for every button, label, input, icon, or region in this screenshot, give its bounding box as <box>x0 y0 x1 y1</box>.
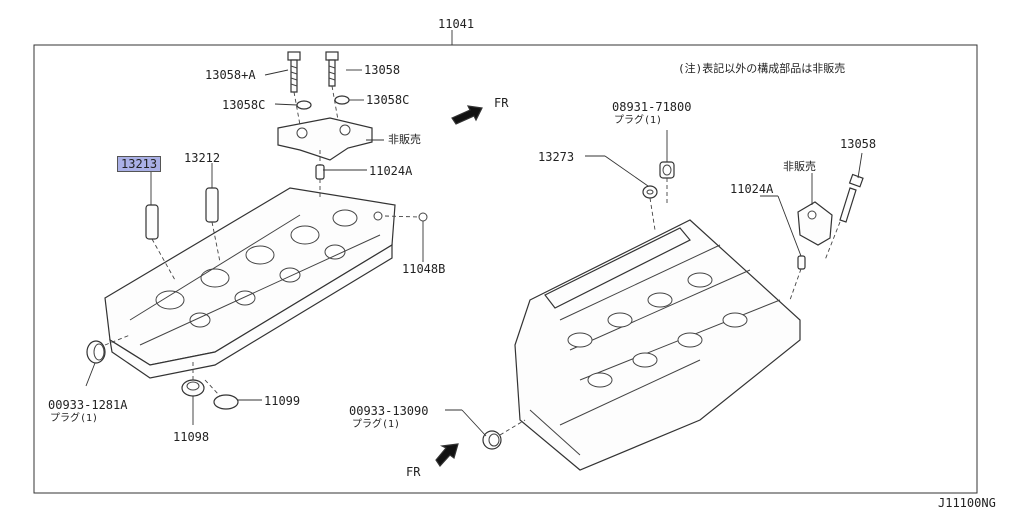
part-11098 <box>181 379 205 397</box>
label-13213-highlighted[interactable]: 13213 <box>117 156 162 172</box>
dowel-11024a-top <box>315 164 325 180</box>
label-00933-13090-sub: プラグ(1) <box>352 419 401 430</box>
left-cylinder-head <box>104 187 396 379</box>
pin-11048b <box>418 212 428 222</box>
label-13058: 13058 <box>364 63 401 77</box>
plug-00933-13090 <box>482 430 502 450</box>
label-13273: 13273 <box>538 150 575 164</box>
cam-bracket-top <box>277 117 373 161</box>
label-00933-1281a-sub: プラグ(1) <box>50 413 99 424</box>
cam-bracket-right <box>797 201 833 246</box>
label-11098: 11098 <box>173 430 210 444</box>
label-13212: 13212 <box>184 151 221 165</box>
label-13058-right: 13058 <box>840 137 877 151</box>
valve-guide-13213 <box>145 204 159 240</box>
label-11099: 11099 <box>264 394 301 408</box>
label-note-not-sold: (注)表記以外の構成部品は非販売 <box>678 62 846 75</box>
bolt-13058-a <box>287 51 301 93</box>
diagram-frame <box>33 44 978 494</box>
plug-00933-1281a <box>86 340 106 364</box>
plug-08931-71800 <box>659 161 675 179</box>
label-diagram-code: J11100NG <box>938 496 996 510</box>
right-cylinder-block <box>514 219 801 471</box>
fr-arrow-bottom <box>435 443 459 467</box>
label-13058c-left: 13058C <box>222 98 266 112</box>
label-11041: 11041 <box>438 17 475 31</box>
label-fr-bottom: FR <box>406 465 421 479</box>
label-13058c-right: 13058C <box>366 93 410 107</box>
label-13058-a: 13058+A <box>205 68 256 82</box>
bolt-13058 <box>325 51 339 87</box>
label-11024a-top: 11024A <box>369 164 413 178</box>
label-fr-top: FR <box>494 96 509 110</box>
bolt-13058-right <box>839 173 864 223</box>
label-11024a-right: 11024A <box>730 182 774 196</box>
washer-13058c-left <box>296 100 312 110</box>
valve-guide-13212 <box>205 187 219 223</box>
label-not-sold-right: 非販売 <box>783 160 816 173</box>
label-11048b: 11048B <box>402 262 446 276</box>
label-08931-71800: 08931-71800 <box>612 100 692 114</box>
label-00933-1281a: 00933-1281A <box>48 398 128 412</box>
label-08931-71800-sub: プラグ(1) <box>614 115 663 126</box>
part-11099 <box>213 394 239 410</box>
label-00933-13090: 00933-13090 <box>349 404 429 418</box>
washer-13058c-right <box>334 95 350 105</box>
fr-arrow-top <box>451 105 483 125</box>
dowel-11024a-right <box>797 255 806 270</box>
label-not-sold-top: 非販売 <box>388 133 421 146</box>
